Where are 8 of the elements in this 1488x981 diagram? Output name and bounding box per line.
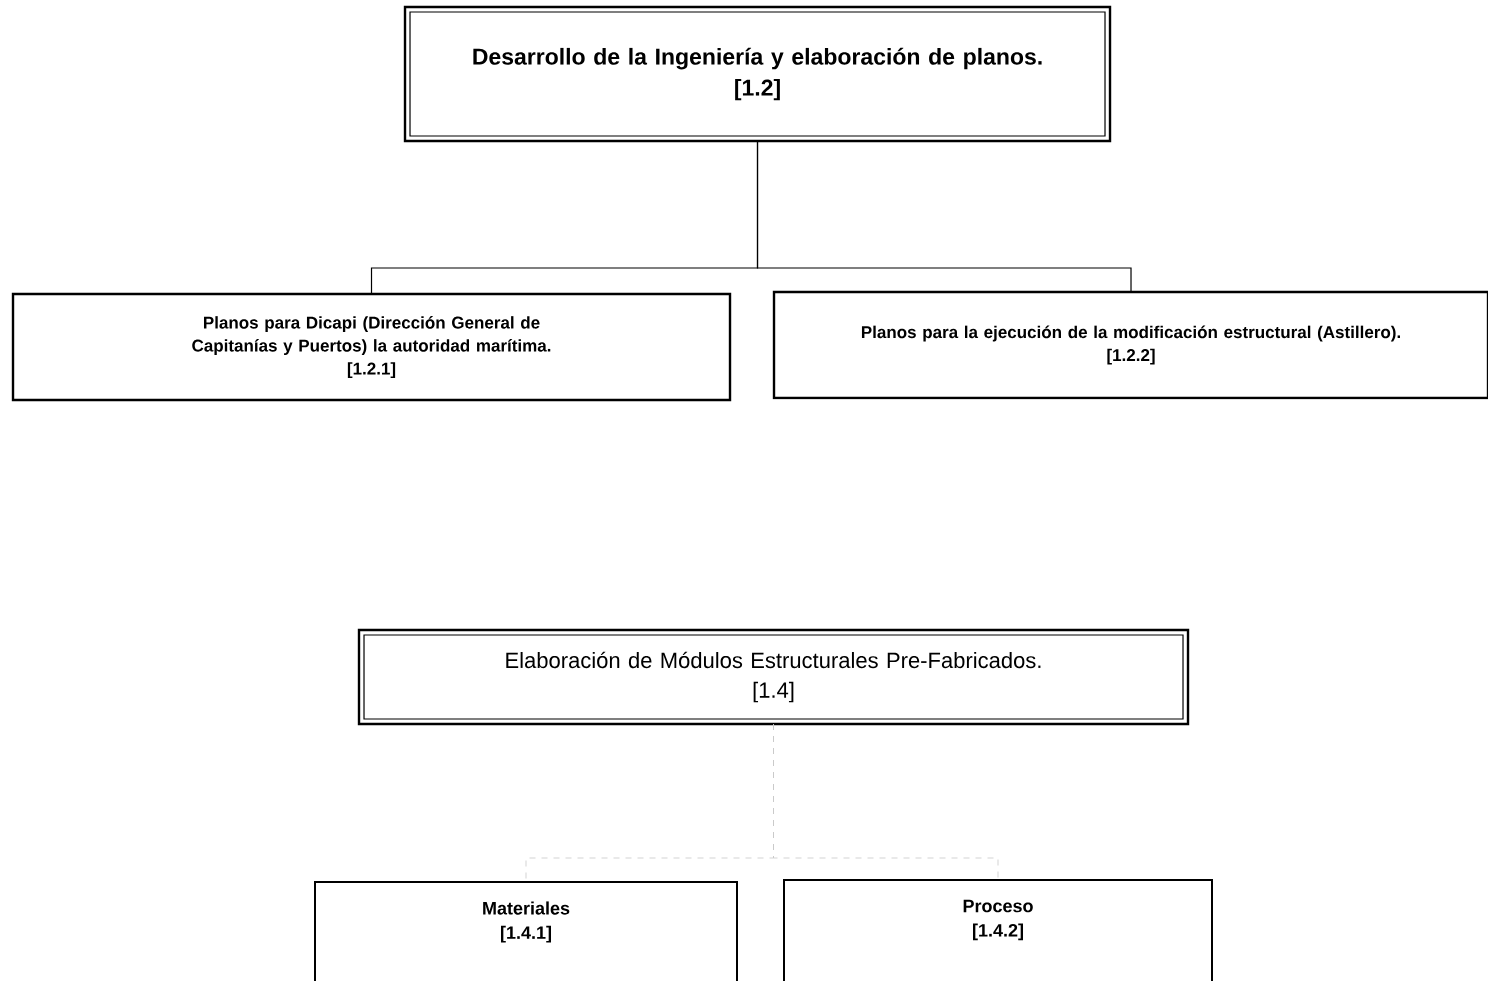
process-box: Elaboración de Módulos Estructurales Pre-Fabricados. [1.4] [357,628,1190,726]
connector-line [773,723,999,881]
process-box: Materiales [1.4.1] [314,881,738,981]
process-box: Planos para la ejecución de la modificación estructural (Astillero). [1.2.2] [772,290,1488,400]
process-box: Proceso [1.4.2] [783,879,1213,981]
process-box: Desarrollo de la Ingeniería y elaboración de planos. [1.2] [403,5,1112,143]
process-box: Planos para Dicapi (Dirección General de Capitanías y Puertos) la autoridad marítima. [1.2.1] [11,292,732,402]
connector-line [756,140,1132,293]
